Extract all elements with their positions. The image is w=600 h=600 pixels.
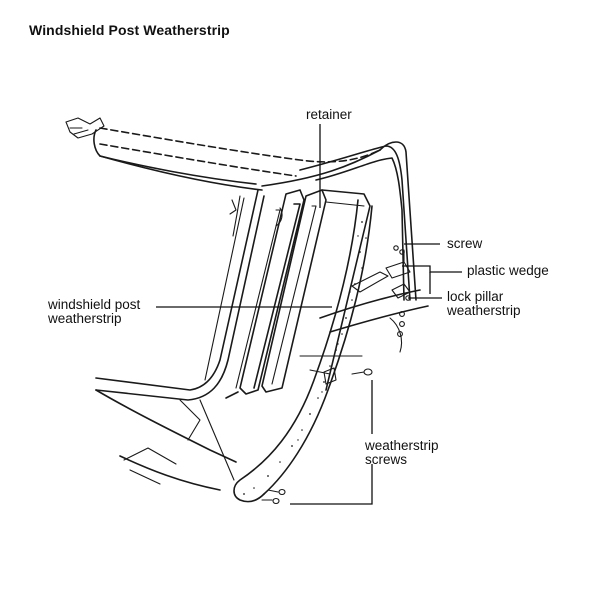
label-lock-pillar-line1: lock pillar: [447, 289, 504, 304]
label-retainer: retainer: [306, 108, 352, 122]
windshield-glass: [95, 189, 265, 401]
lock-pillar-hardware: [351, 245, 411, 337]
windshield-post: [225, 189, 327, 399]
hood-ornament-icon: [65, 117, 105, 139]
label-lock-pillar-line2: weatherstrip: [447, 303, 521, 318]
door-frame: [261, 141, 417, 301]
diagram-title: Windshield Post Weatherstrip: [29, 22, 230, 38]
label-plastic-wedge: plastic wedge: [467, 264, 549, 278]
label-screw-text: screw: [447, 236, 483, 251]
label-weatherstrip-screws-line1: weatherstrip: [365, 438, 439, 453]
trim-panel: [299, 189, 371, 391]
label-plastic-wedge-text: plastic wedge: [467, 263, 549, 278]
roof-header: [93, 127, 381, 191]
label-windshield-post-line1: windshield post: [48, 297, 141, 312]
label-weatherstrip-screws-line2: screws: [365, 452, 408, 467]
label-windshield-post-line2: weatherstrip: [48, 311, 122, 326]
label-retainer-text: retainer: [306, 107, 352, 122]
leader-lines: [156, 124, 462, 505]
weatherstrip-screws: [261, 367, 373, 505]
label-lock-pillar-weatherstrip: lock pillar weatherstrip: [447, 290, 521, 318]
weatherstrip-seal: [233, 199, 373, 503]
label-weatherstrip-screws: weatherstrip screws: [365, 439, 439, 467]
label-windshield-post-weatherstrip: windshield post weatherstrip: [48, 298, 140, 326]
label-screw: screw: [447, 237, 482, 251]
